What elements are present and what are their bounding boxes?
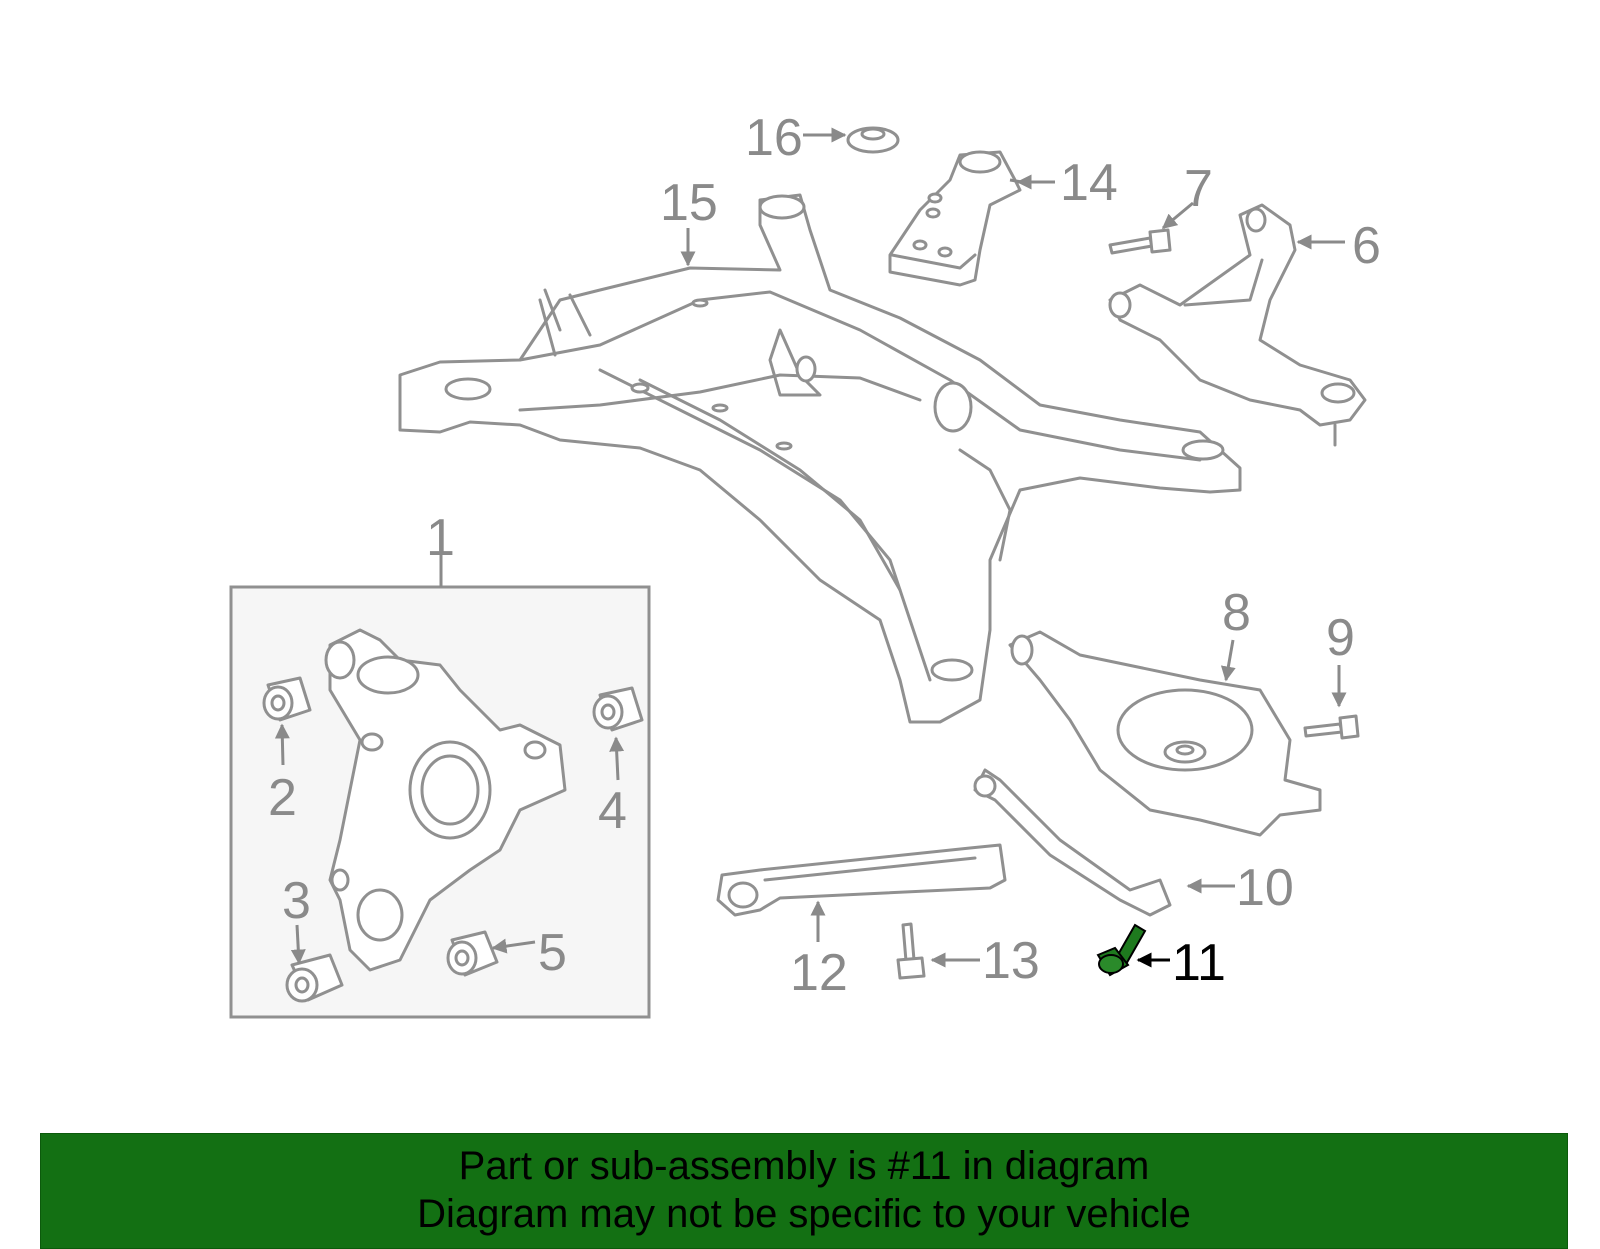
leader-lines	[274, 127, 1347, 968]
upper-arm-part-6	[1108, 203, 1367, 447]
link-part-12	[716, 843, 1007, 917]
bushing-part-2	[262, 676, 312, 722]
bolt-part-13	[896, 922, 926, 980]
info-banner: Part or sub-assembly is #11 in diagram D…	[40, 1133, 1568, 1249]
callout-labels: 1 2 3 4 5 6 7 8 9 10 11 12 13 14 15 16	[268, 109, 1381, 1002]
callout-3: 3	[282, 872, 311, 930]
lateral-link-part-10	[973, 768, 1172, 917]
washer-part-16	[846, 126, 900, 154]
callout-2: 2	[268, 769, 297, 827]
callout-12: 12	[790, 944, 848, 1002]
callout-15: 15	[660, 174, 718, 232]
callout-6: 6	[1352, 217, 1381, 275]
callout-4: 4	[598, 782, 627, 840]
knuckle-inset-box	[229, 585, 651, 1019]
banner-line-disclaimer: Diagram may not be specific to your vehi…	[417, 1192, 1191, 1236]
banner-line-part-number: Part or sub-assembly is #11 in diagram	[458, 1144, 1150, 1188]
bushing-part-3	[285, 953, 344, 1003]
bracket-part-14	[888, 150, 1022, 287]
callout-14: 14	[1060, 154, 1118, 212]
subframe-part-15	[398, 193, 1242, 724]
callout-11: 11	[1172, 934, 1226, 992]
callout-10: 10	[1236, 859, 1294, 917]
callout-7: 7	[1184, 160, 1213, 218]
callout-5: 5	[538, 924, 567, 982]
lower-arm-part-8	[1008, 630, 1322, 837]
callout-16: 16	[745, 109, 803, 167]
bolt-part-9	[1303, 714, 1360, 740]
bolt-part-11-highlighted	[1096, 923, 1147, 977]
bushing-part-5	[446, 930, 499, 977]
bolt-part-7	[1108, 228, 1172, 255]
callout-8: 8	[1222, 584, 1251, 642]
bushing-part-4	[592, 686, 644, 732]
callout-13: 13	[982, 932, 1040, 990]
callout-1: 1	[426, 509, 455, 567]
callout-9: 9	[1326, 609, 1355, 667]
